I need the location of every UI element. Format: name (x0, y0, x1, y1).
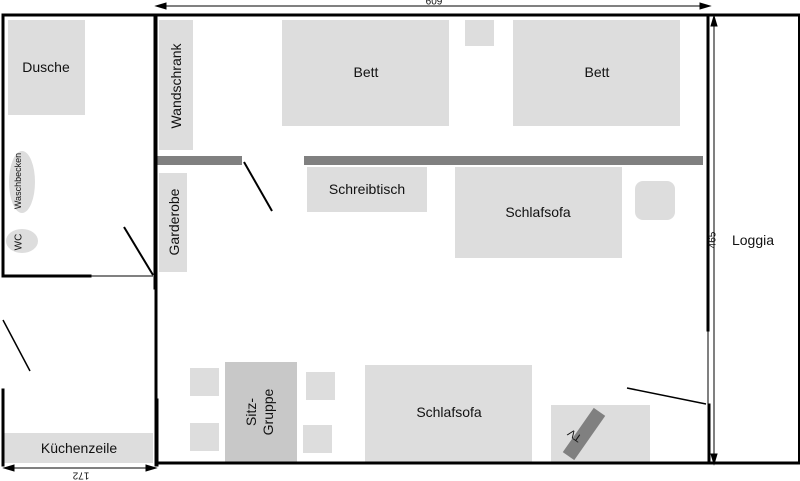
sofa-bed-bottom-label: Schlafsofa (416, 404, 482, 420)
sink (9, 151, 35, 213)
desk-label: Schreibtisch (328, 181, 406, 197)
right-height-dimension: 465 (707, 231, 719, 249)
coat-rack-label: Garderobe (166, 188, 182, 256)
armchair (635, 181, 675, 220)
bed-right-label: Bett (584, 64, 610, 80)
sink-label: Waschbecken (13, 152, 23, 210)
seating-group (225, 362, 297, 462)
desk (307, 167, 427, 212)
top-width-dimension: 609 (425, 0, 443, 8)
kitchenette (4, 433, 153, 463)
chair (190, 423, 219, 451)
walls (1, 13, 800, 467)
wardrobe (159, 20, 193, 150)
seating-group-label: Sitz- Gruppe (243, 389, 277, 436)
sofa-bed-top (455, 167, 622, 258)
bed-left-label: Bett (353, 64, 379, 80)
door-swings (2, 161, 709, 405)
wardrobe-label: Wandschrank (168, 43, 184, 129)
sofa-bed-top-label: Schlafsofa (505, 204, 571, 220)
seating-label-line2: Gruppe (260, 388, 276, 436)
bed-right (513, 20, 680, 126)
chair (303, 425, 332, 453)
partitions (157, 156, 703, 165)
chair (190, 368, 219, 396)
shower-label: Dusche (22, 59, 70, 75)
chair (306, 372, 335, 400)
wc-label: WC (13, 233, 25, 251)
dimension-lines (2, 2, 718, 472)
kitchenette-label: Küchenzeile (40, 440, 118, 456)
sofa-bed-bottom (365, 365, 532, 462)
furniture (4, 20, 680, 463)
seating-label-line1: Sitz- (243, 398, 259, 427)
loggia-label: Loggia (731, 232, 775, 248)
wc (6, 229, 38, 253)
coat-rack (159, 173, 187, 272)
tv-stand (562, 407, 606, 461)
shower (8, 20, 85, 115)
nightstand (465, 20, 494, 46)
bed-left (282, 20, 449, 126)
